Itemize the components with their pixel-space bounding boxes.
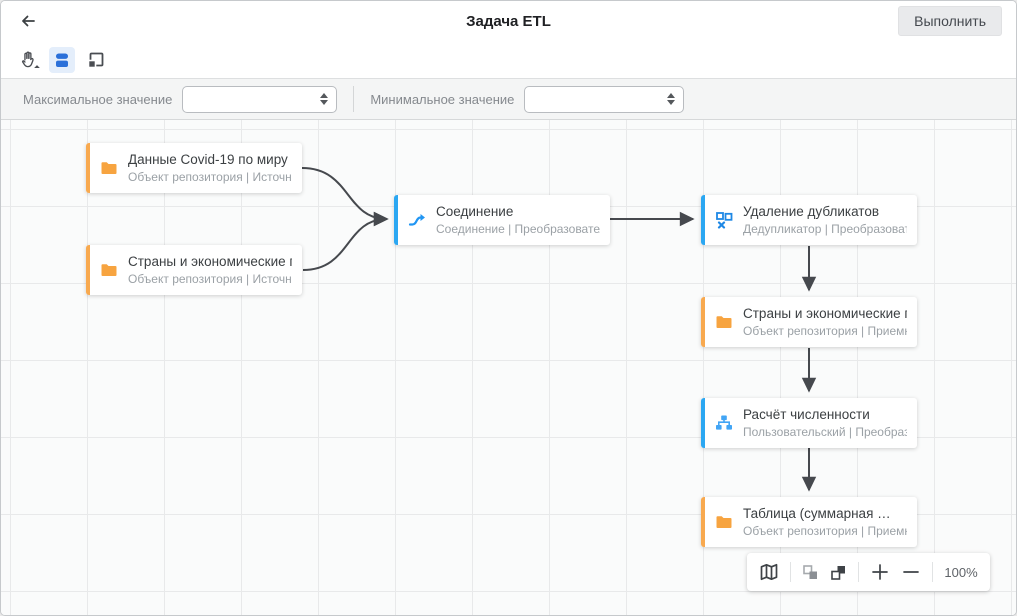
bring-forward-button[interactable] xyxy=(830,564,847,581)
parameters-bar: Максимальное значение Минимальное значен… xyxy=(1,78,1016,120)
send-backward-button[interactable] xyxy=(802,564,819,581)
join-icon xyxy=(408,211,426,229)
back-button[interactable] xyxy=(15,8,41,34)
node-sink-countries[interactable]: Страны и экономические пок… Объект репози… xyxy=(701,297,917,347)
dedup-icon xyxy=(715,211,733,229)
min-value-stepper[interactable] xyxy=(667,93,676,105)
max-value-group: Максимальное значение xyxy=(23,85,338,113)
page-title: Задача ETL xyxy=(466,12,551,30)
edge-source1-join xyxy=(301,167,389,227)
divider xyxy=(790,562,791,582)
fit-view-button[interactable] xyxy=(83,47,109,73)
map-icon xyxy=(759,562,779,582)
arrow-left-icon xyxy=(19,12,37,30)
zoom-level-value[interactable]: 100% xyxy=(944,564,978,580)
stepper-up-icon[interactable] xyxy=(320,93,329,98)
folder-icon xyxy=(715,313,733,331)
tool-dropdown-caret xyxy=(34,64,40,71)
bring-forward-icon xyxy=(830,564,847,581)
node-title: Соединение xyxy=(436,204,514,219)
node-title: Удаление дубликатов xyxy=(743,204,879,219)
minimap-button[interactable] xyxy=(759,562,779,582)
filter-divider xyxy=(353,86,355,112)
node-subtitle: Объект репозитория | Источник xyxy=(128,272,292,286)
stepper-down-icon[interactable] xyxy=(320,100,329,105)
folder-icon xyxy=(100,261,118,279)
run-button[interactable]: Выполнить xyxy=(898,6,1002,36)
diagram-toolbar xyxy=(1,41,1016,78)
node-subtitle: Дедупликатор | Преобразователь xyxy=(743,222,907,236)
hand-icon xyxy=(19,50,38,69)
send-backward-icon xyxy=(802,564,819,581)
zoom-in-button[interactable] xyxy=(870,562,890,582)
nodes-icon xyxy=(53,51,71,69)
min-value-label: Минимальное значение xyxy=(370,91,515,107)
sitemap-icon xyxy=(715,414,733,432)
stepper-down-icon[interactable] xyxy=(667,100,676,105)
min-value-input[interactable] xyxy=(524,85,685,113)
node-source-covid-data[interactable]: Данные Covid-19 по миру (Yan… Объект репо… xyxy=(86,143,302,193)
node-subtitle: Пользовательский | Преобразова… xyxy=(743,425,907,439)
node-title: Страны и экономические пок… xyxy=(128,254,292,269)
max-value-stepper[interactable] xyxy=(320,93,329,105)
edge-source2-join xyxy=(302,211,389,271)
node-subtitle: Соединение | Преобразователь xyxy=(436,222,600,236)
node-subtitle: Объект репозитория | Источник xyxy=(128,170,292,184)
node-title: Страны и экономические пок… xyxy=(743,306,907,321)
flow-canvas[interactable]: Данные Covid-19 по миру (Yan… Объект репо… xyxy=(1,120,1016,615)
folder-icon xyxy=(715,513,733,531)
stepper-up-icon[interactable] xyxy=(667,93,676,98)
divider xyxy=(858,562,859,582)
max-value-label: Максимальное значение xyxy=(23,91,173,107)
node-subtitle: Объект репозитория | Приемник xyxy=(743,524,907,538)
node-source-countries[interactable]: Страны и экономические пок… Объект репози… xyxy=(86,245,302,295)
node-title: Данные Covid-19 по миру (Yan… xyxy=(128,152,292,167)
pan-tool-button[interactable] xyxy=(15,47,41,73)
max-value-input[interactable] xyxy=(182,85,338,113)
folder-icon xyxy=(100,159,118,177)
plus-icon xyxy=(870,562,890,582)
node-sink-table[interactable]: Таблица (суммарная … Объект репозитория |… xyxy=(701,497,917,547)
node-title: Расчёт численности xyxy=(743,407,870,422)
zoom-out-button[interactable] xyxy=(901,562,921,582)
min-value-group: Минимальное значение xyxy=(370,85,685,113)
node-title: Таблица (суммарная … xyxy=(743,506,891,521)
header: Задача ETL Выполнить xyxy=(1,1,1016,41)
divider xyxy=(932,562,933,582)
node-subtitle: Объект репозитория | Приемник xyxy=(743,324,907,338)
frame-icon xyxy=(87,51,105,69)
minus-icon xyxy=(901,562,921,582)
connections-tool-button[interactable] xyxy=(49,46,75,73)
canvas-zoom-controls: 100% xyxy=(747,553,990,591)
